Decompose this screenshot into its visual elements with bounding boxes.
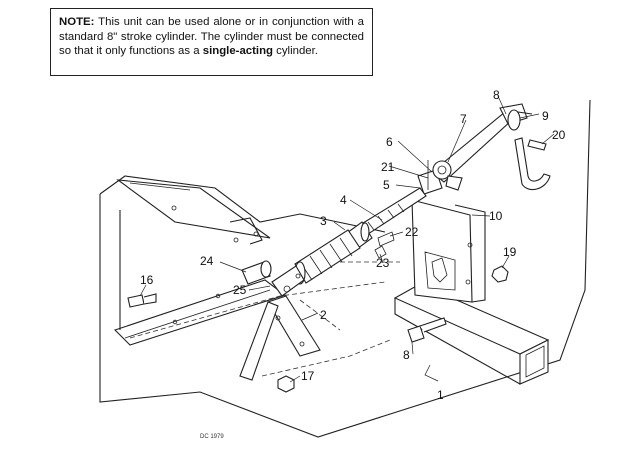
callout-20: 20: [552, 128, 566, 142]
callout-3: 3: [320, 214, 327, 228]
callout-4: 4: [340, 193, 347, 207]
callout-9: 9: [542, 109, 549, 123]
callout-17: 17: [301, 369, 315, 383]
nut-19: [491, 265, 509, 283]
note-emphasis: single-acting: [202, 45, 273, 57]
pin-9: [507, 109, 533, 131]
callout-23: 23: [376, 256, 390, 270]
callout-7: 7: [460, 112, 467, 126]
note-label: NOTE:: [59, 16, 95, 28]
frame-outline: [99, 99, 591, 438]
nut-17: [277, 375, 295, 393]
bracket: [239, 295, 321, 381]
bolt-16: [127, 293, 157, 308]
spring-assembly: [294, 229, 361, 285]
rod-end-clevis: [271, 265, 305, 297]
callout-10: 10: [489, 209, 503, 223]
clip-23: [374, 245, 387, 259]
note-text-1: This unit can be used alone or in conjun…: [59, 16, 364, 57]
clevis-assembly: [417, 160, 463, 195]
callout-6: 6: [386, 135, 393, 149]
callout-19: 19: [503, 245, 517, 259]
mounting-plate: [411, 199, 486, 303]
upper-rail: [116, 179, 271, 245]
pin-22: [377, 231, 395, 247]
callout-8-lower: 8: [403, 348, 410, 362]
pin-24: [241, 260, 272, 285]
callout-2: 2: [320, 308, 327, 322]
clip-20: [527, 139, 547, 151]
callout-24: 24: [200, 254, 214, 268]
bolt-8-lower: [407, 317, 447, 343]
callout-25: 25: [233, 283, 247, 297]
main-tube: [393, 283, 550, 385]
callout-21: 21: [381, 160, 395, 174]
note-box: NOTE: This unit can be used alone or in …: [50, 8, 373, 76]
dashed-guides: [129, 261, 400, 377]
note-text-2: cylinder.: [273, 45, 318, 57]
figure-code: DC 1979: [200, 434, 224, 440]
callout-16: 16: [140, 273, 154, 287]
leader-lines: [139, 95, 555, 383]
callout-1: 1: [437, 388, 444, 402]
callout-5: 5: [383, 178, 390, 192]
callout-22: 22: [405, 225, 419, 239]
hook-handle: [514, 137, 551, 191]
callout-8-upper: 8: [493, 88, 500, 102]
